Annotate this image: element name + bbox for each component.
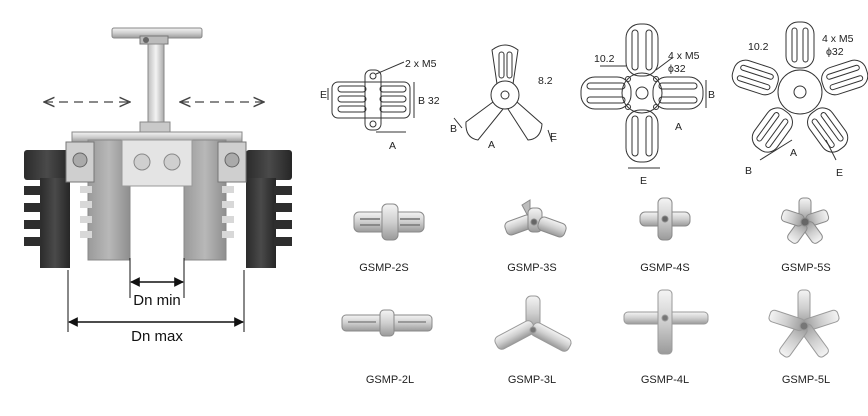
shaft	[147, 43, 165, 127]
product-gsmp-2s	[353, 203, 425, 241]
d5-holes: 4 x M5	[822, 33, 854, 45]
product-gsmp-4l	[623, 289, 709, 355]
d5-b: B	[745, 165, 752, 177]
product-label-4l: GSMP-4L	[640, 374, 690, 386]
product-label-3l: GSMP-3L	[507, 374, 557, 386]
product-gsmp-2l	[341, 309, 433, 337]
drawing-5s	[728, 21, 868, 161]
product-gsmp-3l	[494, 295, 572, 352]
open-jaw-right	[217, 141, 292, 268]
product-label-4s: GSMP-4S	[640, 262, 690, 274]
drawing-2s	[327, 61, 415, 133]
product-gsmp-5l	[767, 289, 841, 360]
d3-b: B	[450, 123, 457, 135]
product-label-5l: GSMP-5L	[781, 374, 831, 386]
d5-e: E	[836, 167, 843, 179]
d2-b-dim: B 32	[418, 95, 440, 107]
dn-max-label: Dn max	[131, 328, 183, 345]
d5-dia: ϕ32	[826, 46, 844, 58]
product-label-2s: GSMP-2S	[359, 262, 409, 274]
d4-holes: 4 x M5	[668, 50, 700, 62]
product-gsmp-5s	[779, 197, 831, 246]
d3-dim: 8.2	[538, 75, 553, 87]
product-label-2l: GSMP-2L	[365, 374, 415, 386]
d3-a: A	[488, 139, 495, 151]
product-gsmp-3s	[504, 199, 567, 238]
d5-dim: 10.2	[748, 41, 769, 53]
d4-a: A	[675, 121, 682, 133]
d2-e: E	[320, 89, 327, 101]
drawing-3s	[453, 44, 553, 143]
gripper-diagram: Dn min Dn max	[24, 27, 292, 345]
d2-holes: 2 x M5	[405, 58, 437, 70]
d4-dim: 10.2	[594, 53, 615, 65]
d4-dia: ϕ32	[668, 63, 686, 75]
product-label-5s: GSMP-5S	[781, 262, 831, 274]
drawing-4s	[580, 23, 707, 169]
d2-a: A	[389, 140, 396, 152]
product-gsmp-4s	[639, 197, 691, 241]
dn-min-label: Dn min	[133, 292, 181, 309]
product-label-3s: GSMP-3S	[507, 262, 557, 274]
d4-b: B	[708, 89, 715, 101]
d3-e: E	[550, 131, 557, 143]
d5-a: A	[790, 147, 797, 159]
d4-e: E	[640, 175, 647, 187]
open-jaw-left	[24, 141, 95, 268]
